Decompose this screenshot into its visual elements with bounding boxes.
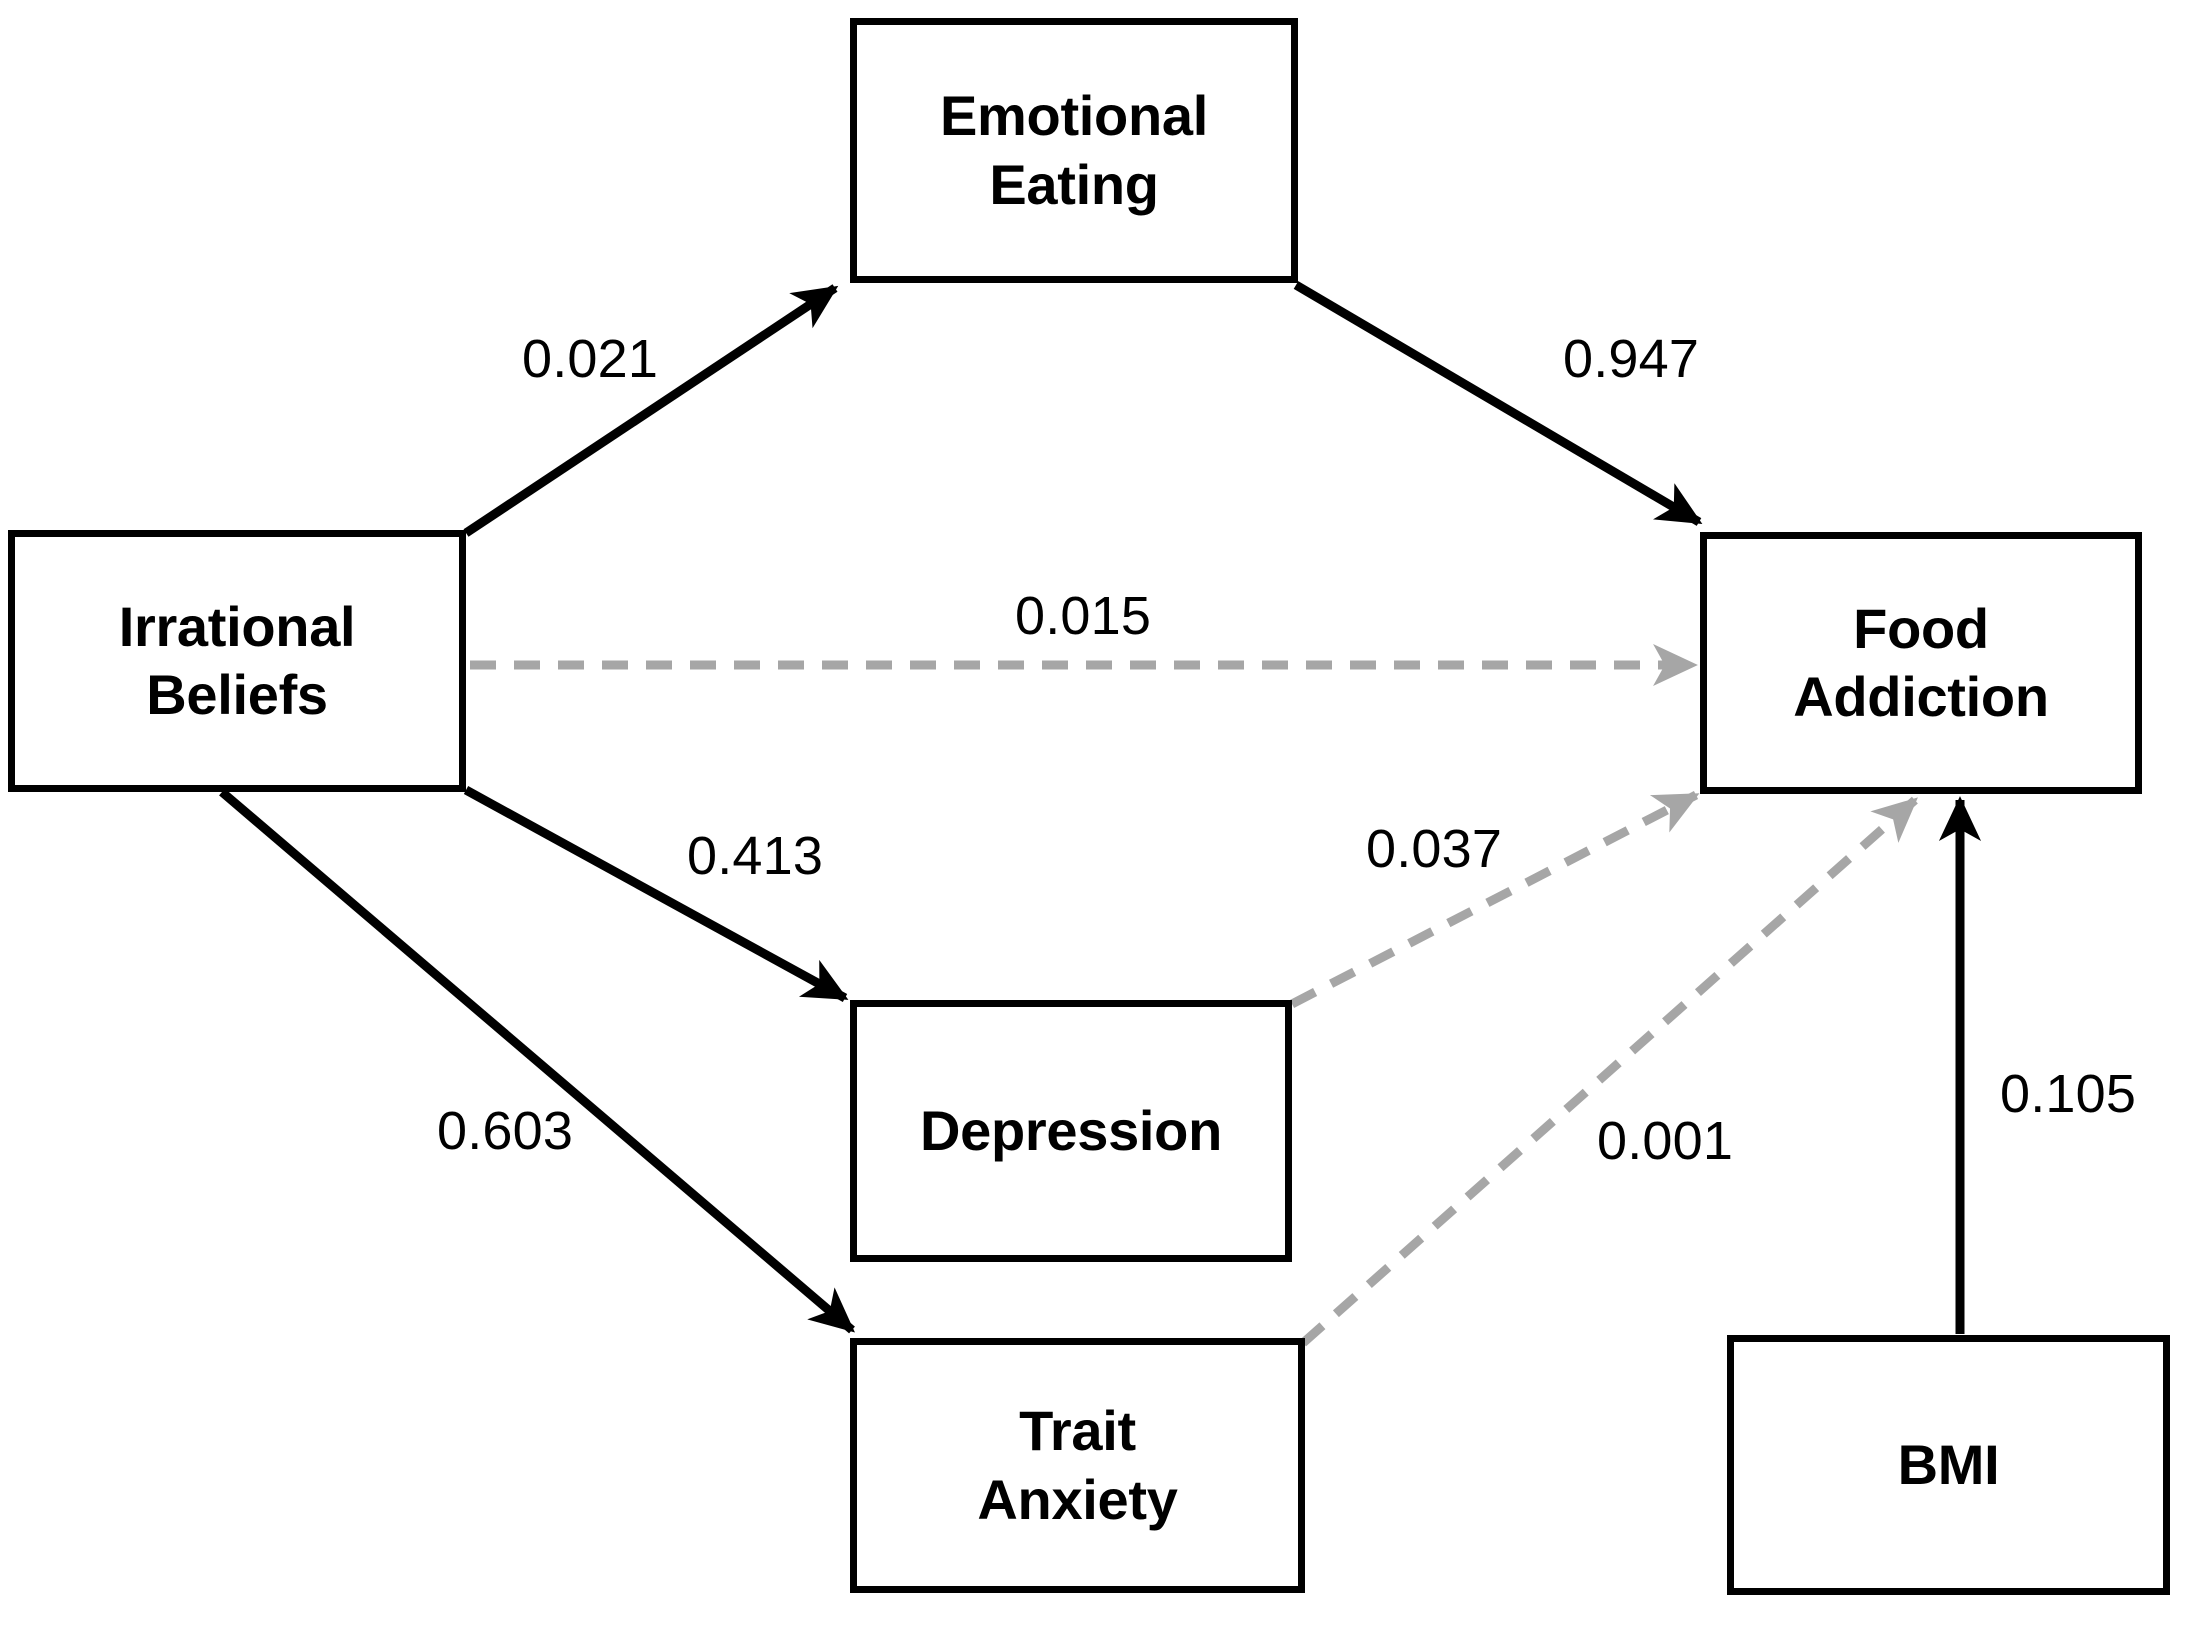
edge-label-irrational-beliefs-to-food-addiction: 0.015 (1015, 586, 1152, 646)
edge-trait-anxiety-to-food-addiction (1300, 796, 1918, 1347)
edge-label-trait-anxiety-to-food-addiction: 0.001 (1597, 1111, 1734, 1171)
node-emotional-eating[interactable]: Emotional Eating (850, 18, 1298, 283)
edge-label-depression-to-food-addiction: 0.037 (1366, 819, 1503, 879)
edge-label-irrational-beliefs-to-trait-anxiety: 0.603 (437, 1101, 574, 1161)
edge-irrational-beliefs-to-depression (463, 786, 849, 1002)
edge-emotional-eating-to-food-addiction (1293, 281, 1703, 526)
node-depression[interactable]: Depression (850, 1000, 1292, 1262)
node-depression-label: Depression (920, 1098, 1222, 1162)
node-trait-anxiety-label: Trait Anxiety (977, 1399, 1178, 1531)
node-food-addiction[interactable]: Food Addiction (1700, 532, 2142, 794)
edge-irrational-beliefs-to-trait-anxiety (219, 788, 855, 1334)
node-bmi-label: BMI (1897, 1432, 2000, 1496)
node-emotional-eating-label: Emotional Eating (940, 84, 1208, 216)
node-irrational-beliefs-label: Irrational Beliefs (118, 594, 356, 726)
edge-label-emotional-eating-to-food-addiction: 0.947 (1563, 329, 1700, 389)
edge-label-irrational-beliefs-to-depression: 0.413 (687, 826, 824, 886)
edge-irrational-beliefs-to-emotional-eating (463, 284, 839, 537)
edge-depression-to-food-addiction (1289, 791, 1700, 1008)
node-irrational-beliefs[interactable]: Irrational Beliefs (8, 530, 466, 792)
node-food-addiction-label: Food Addiction (1793, 596, 2049, 728)
edge-label-bmi-to-food-addiction: 0.105 (2000, 1064, 2137, 1124)
node-bmi[interactable]: BMI (1727, 1335, 2170, 1595)
edge-label-irrational-beliefs-to-emotional-eating: 0.021 (522, 329, 659, 389)
node-trait-anxiety[interactable]: Trait Anxiety (850, 1338, 1305, 1593)
